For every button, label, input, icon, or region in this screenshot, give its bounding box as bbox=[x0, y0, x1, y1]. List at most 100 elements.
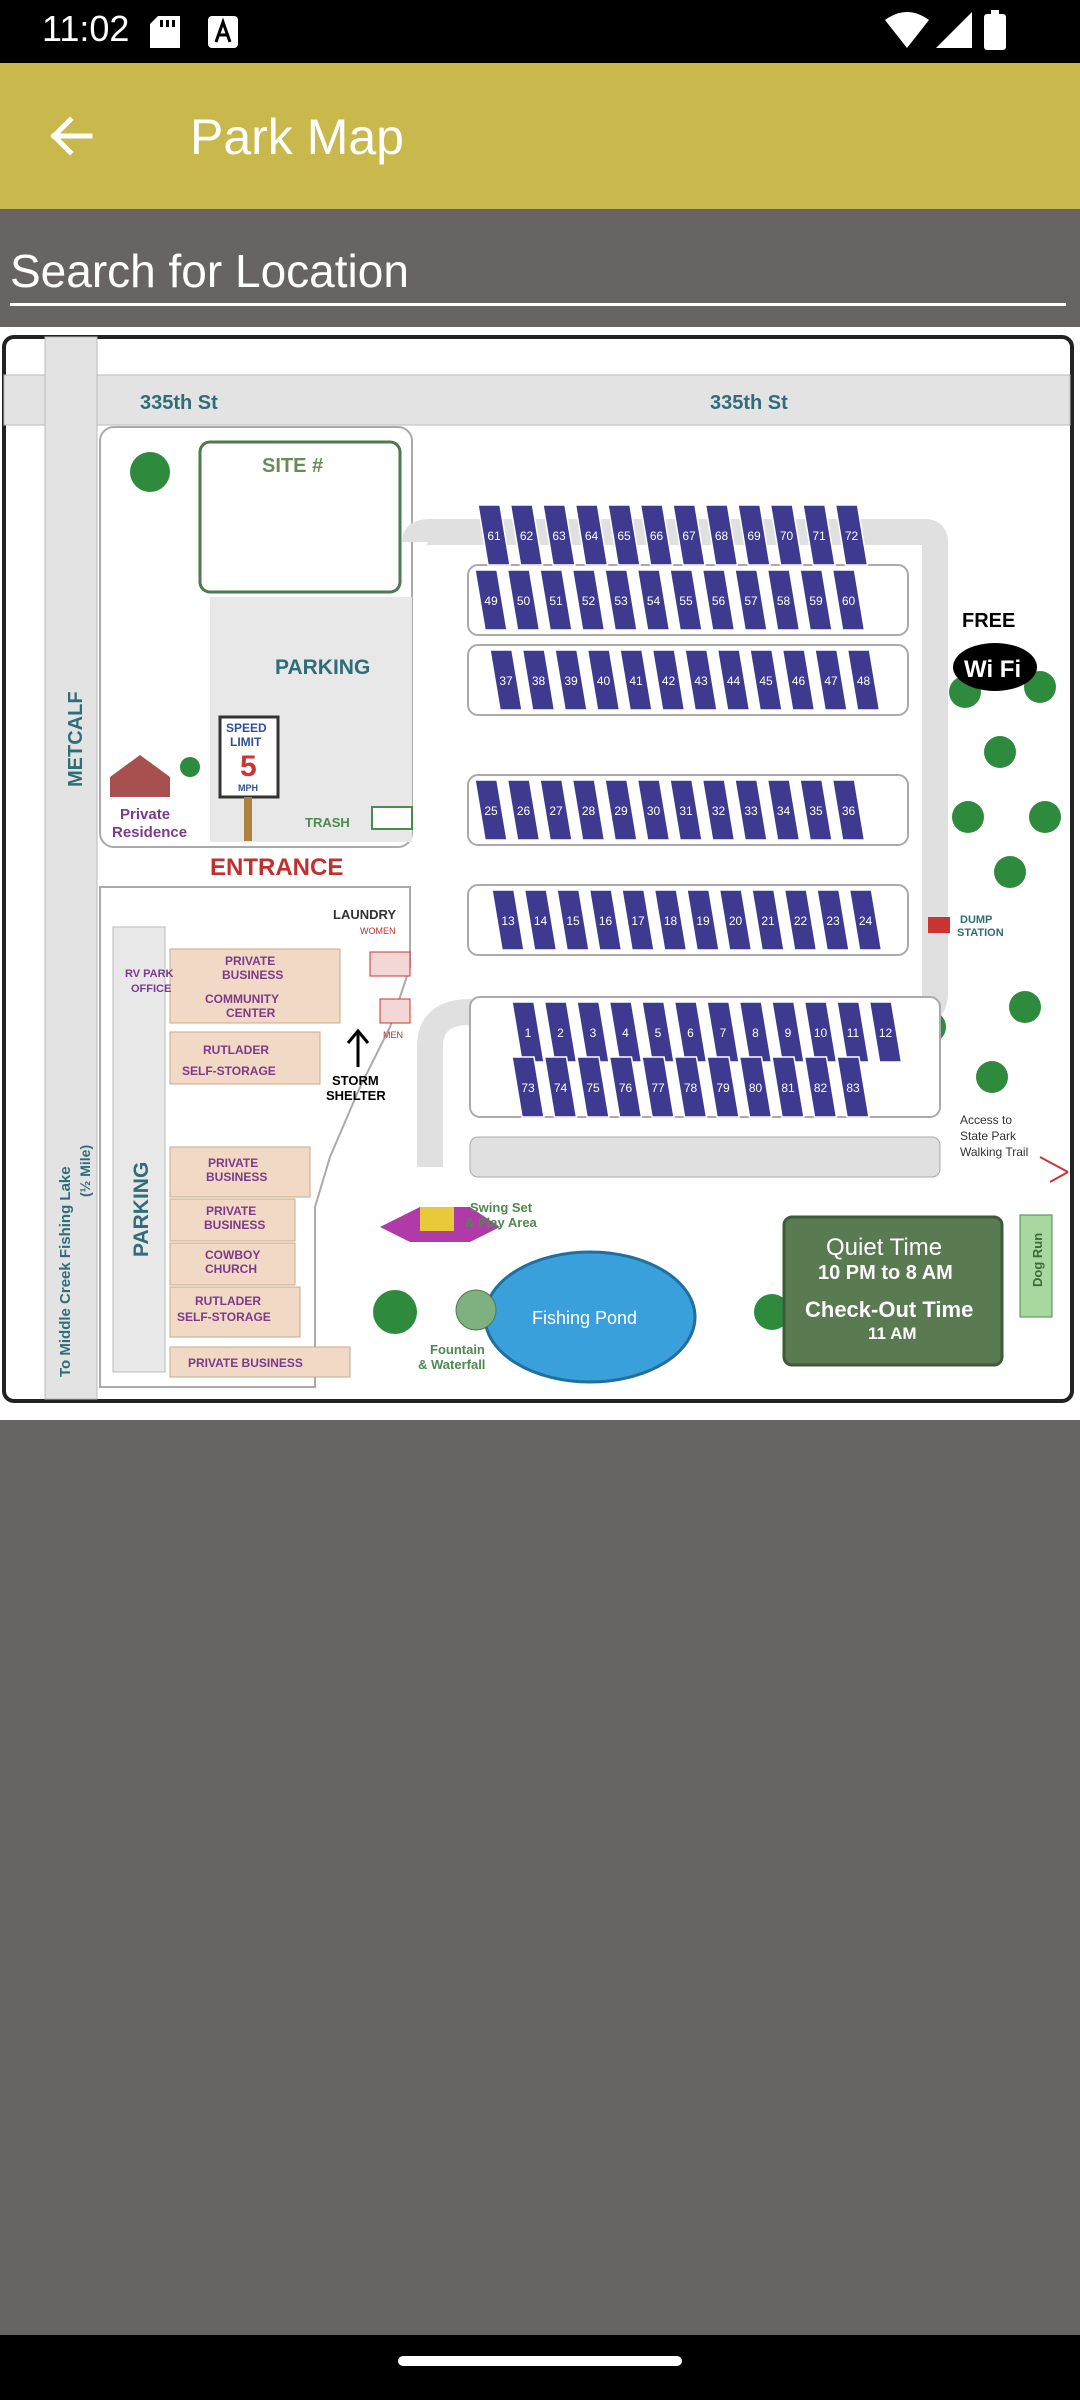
campsite-67[interactable]: 67 bbox=[672, 504, 706, 566]
campsite-37[interactable]: 37 bbox=[489, 649, 523, 711]
campsite-31[interactable]: 31 bbox=[669, 779, 703, 841]
campsite-36[interactable]: 36 bbox=[831, 779, 866, 841]
campsite-70[interactable]: 70 bbox=[769, 504, 804, 566]
campsite-11[interactable]: 11 bbox=[836, 1001, 870, 1063]
campsite-2[interactable]: 2 bbox=[543, 1001, 578, 1063]
campsite-40[interactable]: 40 bbox=[586, 649, 621, 711]
campsite-45[interactable]: 45 bbox=[749, 649, 783, 711]
campsite-26[interactable]: 26 bbox=[506, 779, 541, 841]
app-bar: Park Map bbox=[0, 63, 1080, 209]
campsite-17[interactable]: 17 bbox=[621, 889, 655, 951]
campsite-9[interactable]: 9 bbox=[771, 1001, 805, 1063]
campsite-number: 82 bbox=[814, 1081, 828, 1095]
campsite-48[interactable]: 48 bbox=[846, 649, 881, 711]
campsite-13[interactable]: 13 bbox=[491, 889, 525, 951]
back-button[interactable] bbox=[34, 99, 108, 173]
campsite-12[interactable]: 12 bbox=[868, 1001, 903, 1063]
campsite-20[interactable]: 20 bbox=[718, 889, 753, 951]
campsite-7[interactable]: 7 bbox=[706, 1001, 740, 1063]
campsite-79[interactable]: 79 bbox=[706, 1056, 740, 1118]
campsite-49[interactable]: 49 bbox=[474, 569, 508, 631]
campsite-73[interactable]: 73 bbox=[511, 1056, 545, 1118]
campsite-5[interactable]: 5 bbox=[641, 1001, 675, 1063]
campsite-4[interactable]: 4 bbox=[608, 1001, 643, 1063]
campsite-22[interactable]: 22 bbox=[783, 889, 818, 951]
campsite-51[interactable]: 51 bbox=[539, 569, 573, 631]
campsite-47[interactable]: 47 bbox=[814, 649, 848, 711]
campsite-number: 33 bbox=[744, 804, 758, 818]
campsite-74[interactable]: 74 bbox=[543, 1056, 578, 1118]
campsite-44[interactable]: 44 bbox=[716, 649, 751, 711]
campsite-69[interactable]: 69 bbox=[737, 504, 771, 566]
campsite-61[interactable]: 61 bbox=[477, 504, 511, 566]
campsite-83[interactable]: 83 bbox=[836, 1056, 870, 1118]
park-map-image[interactable]: 335th St 335th St METCALF SITE # PARKING… bbox=[0, 327, 1080, 1420]
campsite-14[interactable]: 14 bbox=[523, 889, 558, 951]
campsite-65[interactable]: 65 bbox=[607, 504, 641, 566]
campsite-77[interactable]: 77 bbox=[641, 1056, 675, 1118]
lower-business-4a: RUTLADER bbox=[195, 1294, 261, 1308]
campsite-6[interactable]: 6 bbox=[673, 1001, 708, 1063]
campsite-23[interactable]: 23 bbox=[816, 889, 850, 951]
campsite-25[interactable]: 25 bbox=[474, 779, 508, 841]
campsite-18[interactable]: 18 bbox=[653, 889, 688, 951]
campsite-43[interactable]: 43 bbox=[684, 649, 718, 711]
campsite-29[interactable]: 29 bbox=[604, 779, 638, 841]
campsite-72[interactable]: 72 bbox=[834, 504, 869, 566]
campsite-54[interactable]: 54 bbox=[636, 569, 671, 631]
campsite-64[interactable]: 64 bbox=[574, 504, 609, 566]
lower-road bbox=[469, 1136, 941, 1178]
campsite-62[interactable]: 62 bbox=[509, 504, 544, 566]
campsite-39[interactable]: 39 bbox=[554, 649, 588, 711]
private-business-top-2: BUSINESS bbox=[222, 968, 283, 982]
campsite-33[interactable]: 33 bbox=[734, 779, 768, 841]
campsite-75[interactable]: 75 bbox=[576, 1056, 610, 1118]
campsite-32[interactable]: 32 bbox=[701, 779, 736, 841]
campsite-24[interactable]: 24 bbox=[848, 889, 883, 951]
campsite-1[interactable]: 1 bbox=[511, 1001, 545, 1063]
campsite-35[interactable]: 35 bbox=[799, 779, 833, 841]
campsite-number: 21 bbox=[761, 914, 775, 928]
campsite-57[interactable]: 57 bbox=[734, 569, 768, 631]
campsite-66[interactable]: 66 bbox=[639, 504, 674, 566]
search-input[interactable] bbox=[10, 239, 1066, 306]
campsite-50[interactable]: 50 bbox=[506, 569, 541, 631]
campsite-42[interactable]: 42 bbox=[651, 649, 686, 711]
campsite-60[interactable]: 60 bbox=[831, 569, 866, 631]
campsite-55[interactable]: 55 bbox=[669, 569, 703, 631]
campsite-46[interactable]: 46 bbox=[781, 649, 816, 711]
campsite-58[interactable]: 58 bbox=[766, 569, 801, 631]
campsite-27[interactable]: 27 bbox=[539, 779, 573, 841]
campsite-81[interactable]: 81 bbox=[771, 1056, 805, 1118]
campsite-59[interactable]: 59 bbox=[799, 569, 833, 631]
campsite-63[interactable]: 63 bbox=[542, 504, 576, 566]
campsite-19[interactable]: 19 bbox=[686, 889, 720, 951]
campsite-15[interactable]: 15 bbox=[556, 889, 590, 951]
campsite-16[interactable]: 16 bbox=[588, 889, 623, 951]
campsite-56[interactable]: 56 bbox=[701, 569, 736, 631]
campsite-number: 7 bbox=[720, 1026, 727, 1040]
campsite-76[interactable]: 76 bbox=[608, 1056, 643, 1118]
campsite-8[interactable]: 8 bbox=[738, 1001, 773, 1063]
campsite-28[interactable]: 28 bbox=[571, 779, 606, 841]
campsite-53[interactable]: 53 bbox=[604, 569, 638, 631]
campsite-78[interactable]: 78 bbox=[673, 1056, 708, 1118]
campsite-68[interactable]: 68 bbox=[704, 504, 739, 566]
home-gesture-handle[interactable] bbox=[398, 2356, 682, 2366]
campsite-21[interactable]: 21 bbox=[751, 889, 785, 951]
campsite-number: 57 bbox=[744, 594, 758, 608]
campsite-34[interactable]: 34 bbox=[766, 779, 801, 841]
campsite-82[interactable]: 82 bbox=[803, 1056, 838, 1118]
campsite-30[interactable]: 30 bbox=[636, 779, 671, 841]
campsite-52[interactable]: 52 bbox=[571, 569, 606, 631]
campsite-number: 10 bbox=[814, 1026, 828, 1040]
campsite-80[interactable]: 80 bbox=[738, 1056, 773, 1118]
campsite-number: 59 bbox=[809, 594, 823, 608]
campsite-71[interactable]: 71 bbox=[802, 504, 836, 566]
campsite-41[interactable]: 41 bbox=[619, 649, 653, 711]
campsite-10[interactable]: 10 bbox=[803, 1001, 838, 1063]
campsite-38[interactable]: 38 bbox=[521, 649, 556, 711]
campsite-3[interactable]: 3 bbox=[576, 1001, 610, 1063]
campsite-number: 66 bbox=[650, 529, 664, 543]
